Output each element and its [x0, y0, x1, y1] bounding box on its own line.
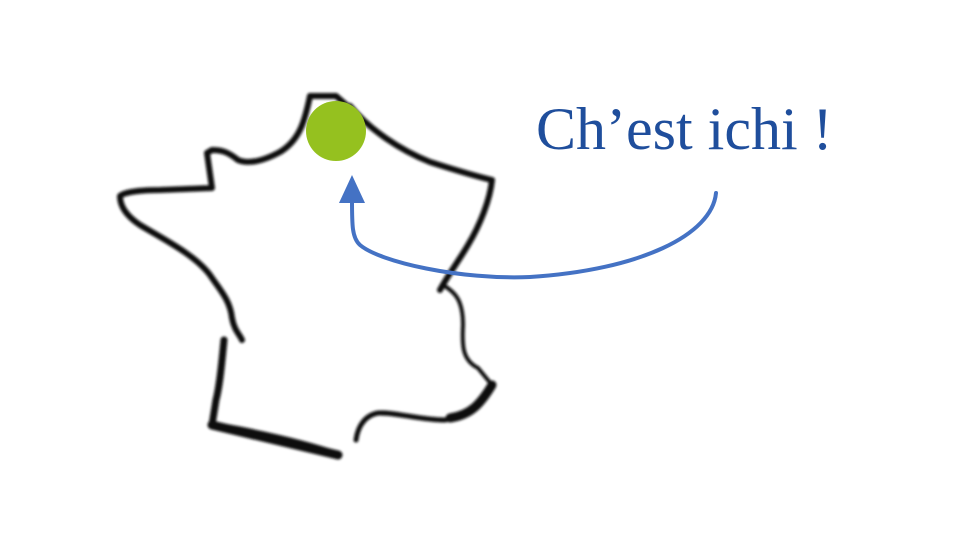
arrow-head-icon — [339, 175, 365, 203]
callout-text: Ch’est ichi ! — [536, 96, 833, 162]
france-outline — [117, 93, 497, 460]
location-marker — [306, 101, 366, 161]
pointer-arrow — [339, 175, 718, 280]
